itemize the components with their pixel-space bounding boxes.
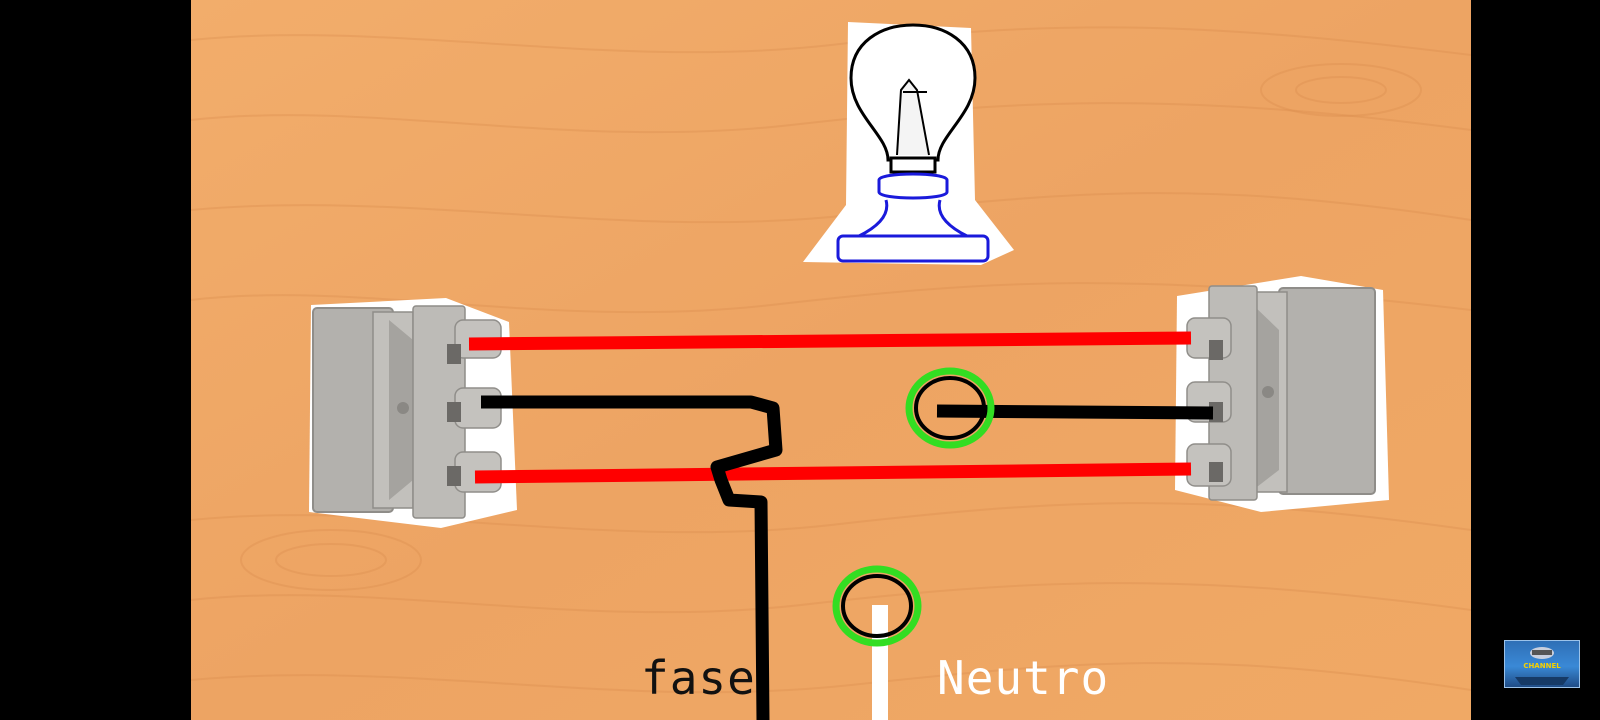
red-wire-bottom xyxy=(474,462,1192,484)
phase-wire xyxy=(481,395,783,720)
neutral-label: Neutro xyxy=(937,651,1110,705)
logo-text: CHANNEL xyxy=(1523,662,1561,670)
red-wire-top xyxy=(468,331,1192,351)
phase-label: fase xyxy=(641,651,756,705)
neutral-connection-highlight xyxy=(832,565,922,647)
lamp-connection-highlight xyxy=(905,367,995,449)
lamp-icon xyxy=(803,22,1014,265)
left-switch xyxy=(309,298,517,528)
wiring-diagram xyxy=(191,0,1471,720)
logo-graphic xyxy=(1515,647,1569,685)
right-switch xyxy=(1175,276,1389,512)
channel-logo: CHANNEL xyxy=(1504,640,1580,688)
diagram-canvas: fase Neutro xyxy=(191,0,1471,720)
lamp-return-wire xyxy=(936,404,1214,420)
